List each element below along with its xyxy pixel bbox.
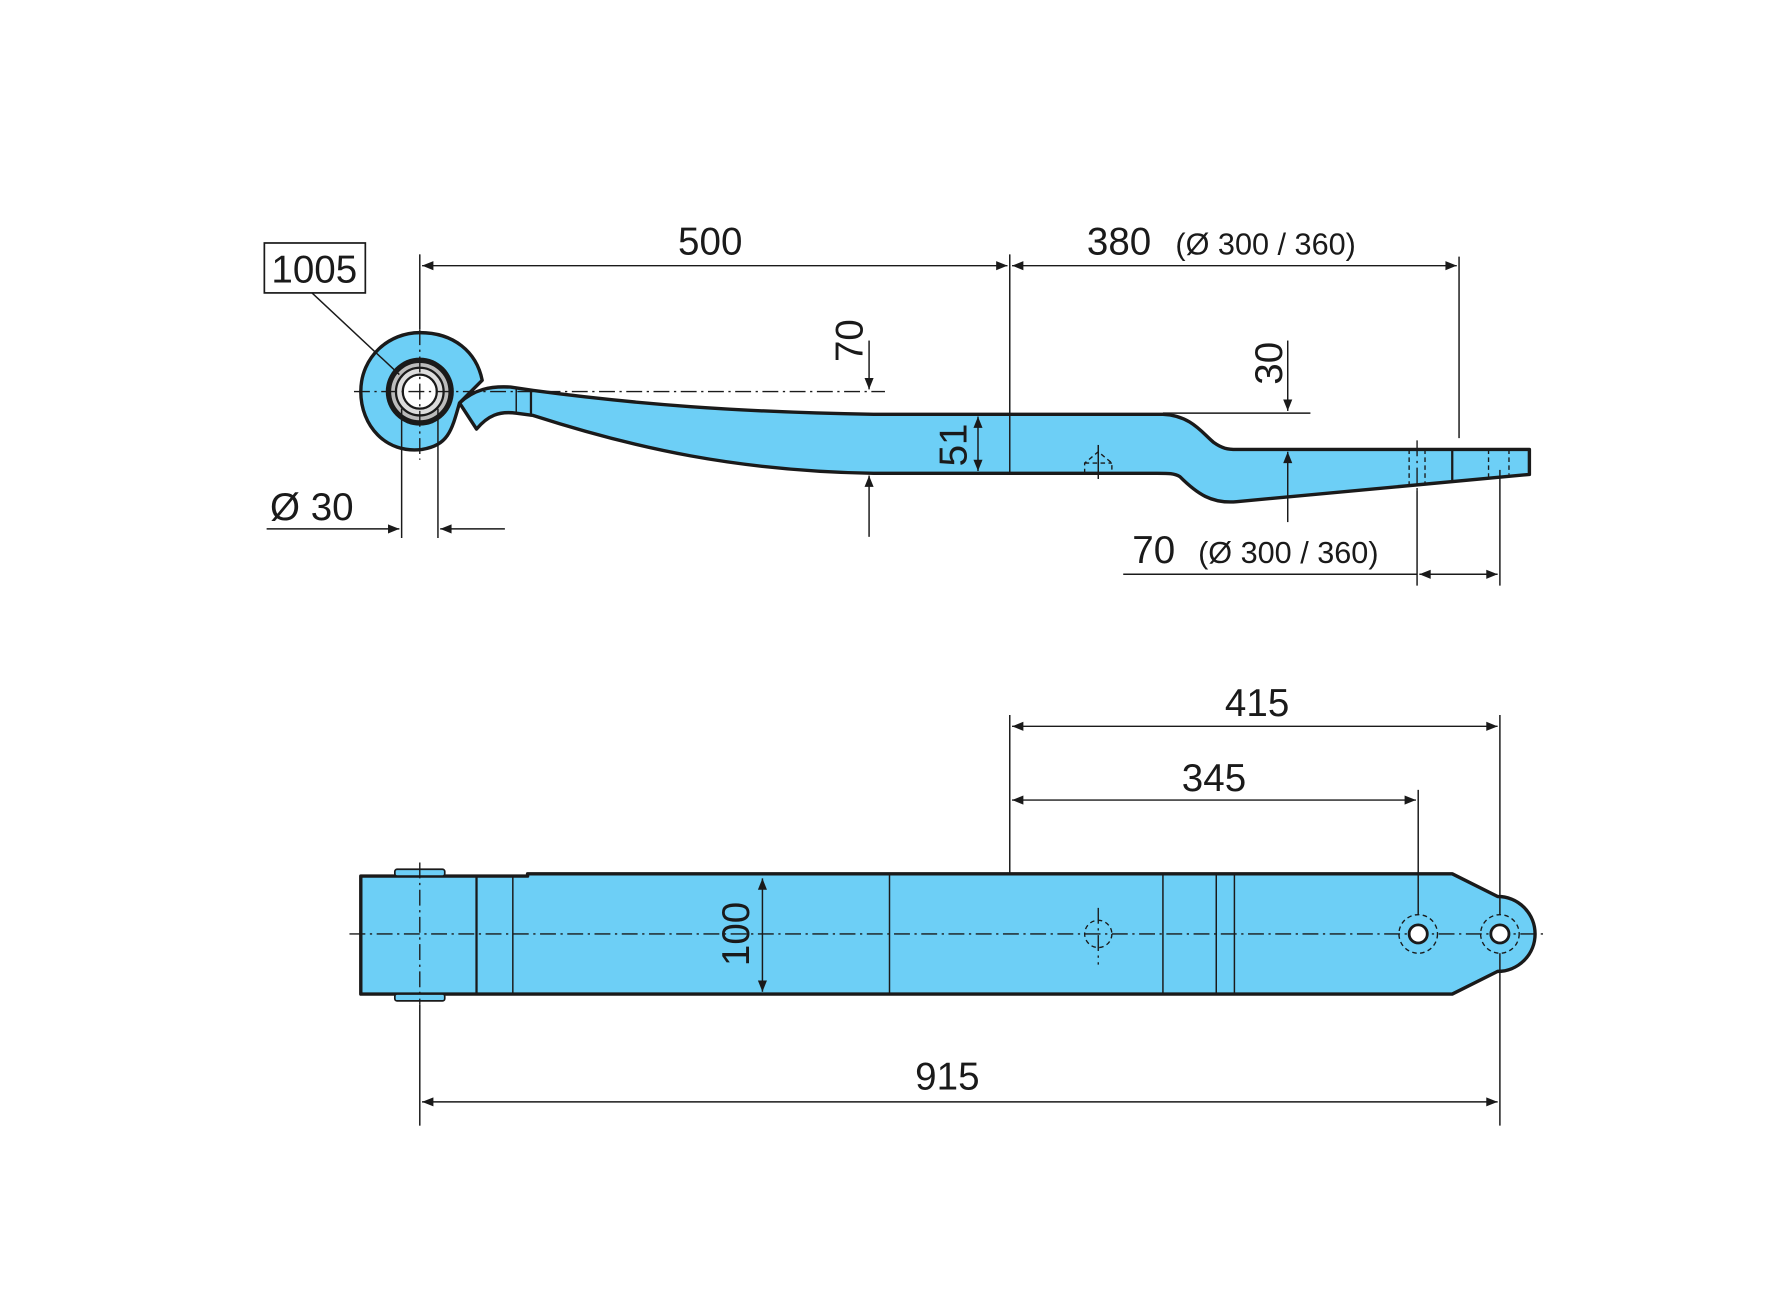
dim-51: 51 [933, 423, 976, 466]
dim-70-end-note: (Ø 300 / 360) [1198, 536, 1378, 570]
side-view: 1005 500 380 (Ø 300 / 360) 70 51 30 Ø 30 [263, 220, 1532, 586]
dim-70-end: 70 [1132, 529, 1175, 572]
dim-eye-diameter: Ø 30 [270, 486, 354, 529]
dim-415: 415 [1225, 682, 1289, 725]
dim-380-note: (Ø 300 / 360) [1175, 227, 1355, 261]
dim-345: 345 [1182, 757, 1246, 800]
dim-915: 915 [915, 1055, 979, 1098]
end-hole-icon [1407, 923, 1429, 945]
dim-500: 500 [678, 220, 742, 263]
top-view: 100 415 345 915 [349, 682, 1544, 1126]
dim-30: 30 [1248, 342, 1291, 385]
tip-hole-icon [1489, 923, 1511, 945]
dim-70-vertical: 70 [828, 319, 871, 362]
part-number: 1005 [271, 249, 357, 292]
leaf-side-profile [457, 385, 1532, 504]
part-number-box [263, 242, 367, 294]
dim-100: 100 [715, 902, 758, 966]
dim-380: 380 [1087, 220, 1151, 263]
